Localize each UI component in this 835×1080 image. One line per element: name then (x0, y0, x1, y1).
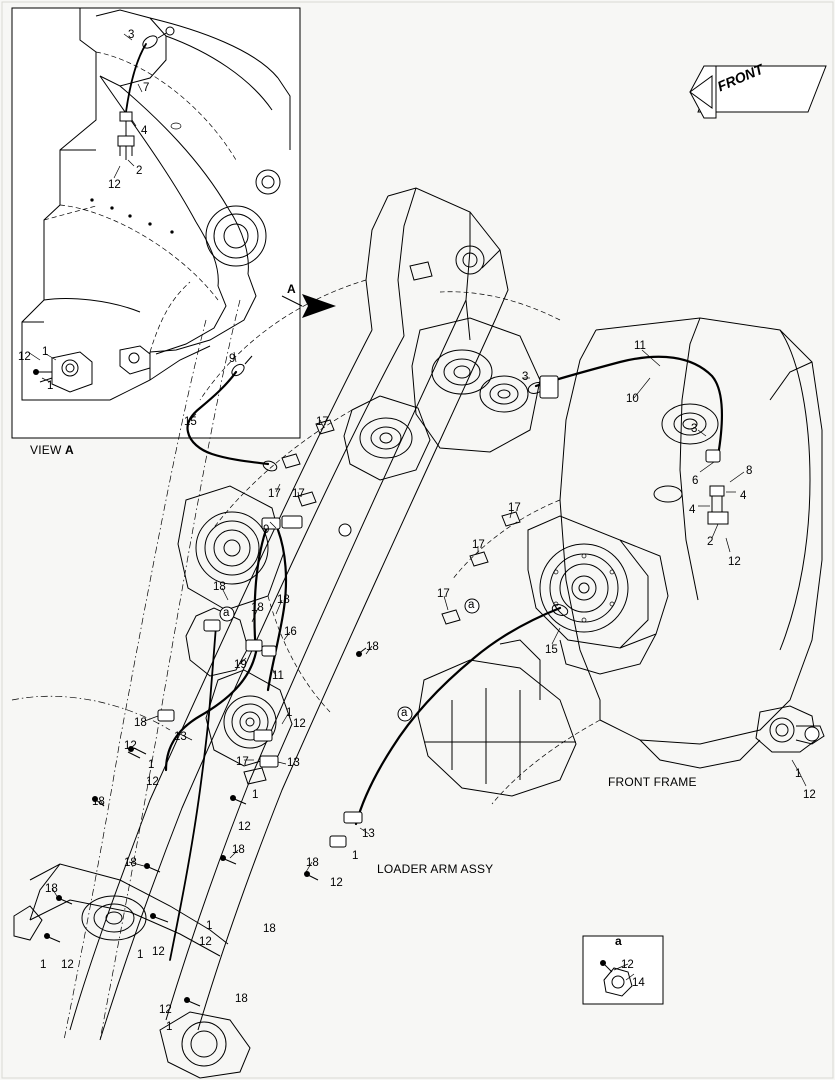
callout-number: 1 (47, 380, 54, 392)
callout-detail-a: a (468, 599, 475, 611)
callout-number: 12 (18, 351, 31, 363)
callout-number: 3 (691, 423, 698, 435)
callout-number: 17 (268, 488, 281, 500)
callout-number: 2 (136, 165, 143, 177)
loader-arm-assy-caption: LOADER ARM ASSY (377, 862, 494, 876)
callout-number: 18 (277, 594, 290, 606)
callout-number: 12 (152, 946, 165, 958)
callout-number: 17 (508, 502, 521, 514)
callout-number: 1 (42, 346, 49, 358)
callout-number: 4 (141, 125, 148, 137)
callout-number: 18 (232, 844, 245, 856)
callout-number: 1 (166, 1021, 173, 1033)
callout-number: 4 (740, 490, 747, 502)
callout-number: 12 (238, 821, 251, 833)
callout-number: 2 (707, 536, 714, 548)
callout-number: 12 (146, 776, 159, 788)
callout-number: 1 (148, 759, 155, 771)
callout-number: 12 (293, 718, 306, 730)
callout-number: 12 (108, 179, 121, 191)
callout-number: 19 (234, 659, 247, 671)
callout-number: 12 (728, 556, 741, 568)
callout-number: 1 (137, 949, 144, 961)
view-a-caption-text: VIEW (30, 443, 62, 457)
callout-number: 18 (134, 717, 147, 729)
callout-number: 9 (229, 353, 236, 365)
callout-number: 18 (124, 857, 137, 869)
callout-detail-a: a (223, 607, 230, 619)
callout-number: 10 (626, 393, 639, 405)
callout-number: 15 (184, 416, 197, 428)
callout-number: 15 (545, 644, 558, 656)
callout-number: 18 (263, 923, 276, 935)
callout-number: 12 (803, 789, 816, 801)
front-frame-caption: FRONT FRAME (608, 775, 697, 789)
callout-number: 8 (746, 465, 753, 477)
callout-number: 11 (272, 670, 284, 682)
callout-number: 18 (235, 993, 248, 1005)
callout-number: 17 (316, 416, 329, 428)
callout-number: 3 (128, 29, 135, 41)
callout-number: 12 (124, 740, 137, 752)
callout-number: 1 (286, 707, 293, 719)
callout-number: 6 (692, 475, 699, 487)
callout-number: 12 (330, 877, 343, 889)
view-a-caption: VIEW A (30, 444, 74, 456)
callout-number: 18 (45, 883, 58, 895)
callout-number: 3 (522, 371, 529, 383)
callout-number: 4 (689, 504, 696, 516)
callout-detail-a: a (401, 707, 408, 719)
callout-number: 9 (263, 524, 270, 536)
callout-number: 17 (236, 756, 249, 768)
callout-number: 1 (352, 850, 359, 862)
callout-number: 18 (251, 602, 264, 614)
callout-number: 13 (287, 757, 300, 769)
callout-number: 14 (632, 977, 645, 989)
callout-number: 1 (206, 920, 213, 932)
callout-number: 18 (213, 581, 226, 593)
callout-number: 18 (306, 857, 319, 869)
callout-number: 7 (143, 82, 150, 94)
callout-number: 18 (366, 641, 379, 653)
callout-number: 12 (621, 959, 634, 971)
callout-number: 12 (199, 936, 212, 948)
callout-number: 12 (61, 959, 74, 971)
callout-number: 11 (634, 340, 646, 352)
callout-number: 18 (92, 796, 105, 808)
callout-number: 13 (362, 828, 375, 840)
detail-marker-a: a (615, 934, 622, 948)
section-marker-a: A (287, 282, 296, 296)
callout-number: 13 (174, 731, 187, 743)
callout-number: 1 (795, 768, 802, 780)
callout-number: 12 (159, 1004, 172, 1016)
callout-number: 17 (292, 488, 305, 500)
callout-number: 1 (252, 789, 259, 801)
callout-number: 17 (472, 539, 485, 551)
callout-number: 1 (40, 959, 47, 971)
callout-number: 16 (284, 626, 297, 638)
callout-number: 17 (437, 588, 450, 600)
view-a-caption-letter: A (65, 443, 74, 457)
